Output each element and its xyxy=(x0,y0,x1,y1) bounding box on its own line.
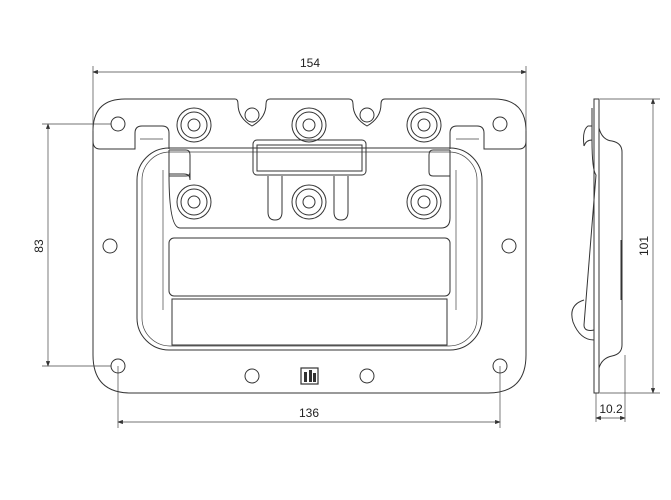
handle-grip-lower xyxy=(171,298,448,346)
left-ear-bottom xyxy=(92,125,170,150)
handle-grip-upper xyxy=(168,237,451,297)
front-view: 154 83 136 xyxy=(32,56,527,428)
dimension-label-101: 101 xyxy=(637,236,651,256)
side-recess-profile xyxy=(598,127,623,369)
handle-recess-outer xyxy=(136,147,483,351)
dimension-label-10-2: 10.2 xyxy=(599,402,623,416)
mounting-holes xyxy=(102,107,517,384)
side-plate xyxy=(593,98,600,394)
handle-recess-inner xyxy=(141,151,478,347)
logo-mark xyxy=(300,367,319,385)
screw-bosses xyxy=(176,107,442,220)
dimension-label-136: 136 xyxy=(299,406,319,420)
center-slot-outer xyxy=(252,139,367,176)
dimension-label-154: 154 xyxy=(300,56,320,70)
dimension-depth: 10.2 xyxy=(595,355,626,422)
dimension-label-83: 83 xyxy=(32,239,46,253)
dimension-overall-height: 101 xyxy=(600,98,660,394)
side-view: 101 10.2 xyxy=(571,98,660,422)
dimension-overall-width: 154 xyxy=(92,56,527,131)
right-ear-bottom xyxy=(449,125,527,150)
dimension-hole-width: 136 xyxy=(117,366,501,428)
center-slot-inner xyxy=(256,144,363,172)
plate-outline xyxy=(92,98,527,394)
side-handle-profile xyxy=(571,108,597,341)
dimension-hole-height: 83 xyxy=(32,123,111,367)
